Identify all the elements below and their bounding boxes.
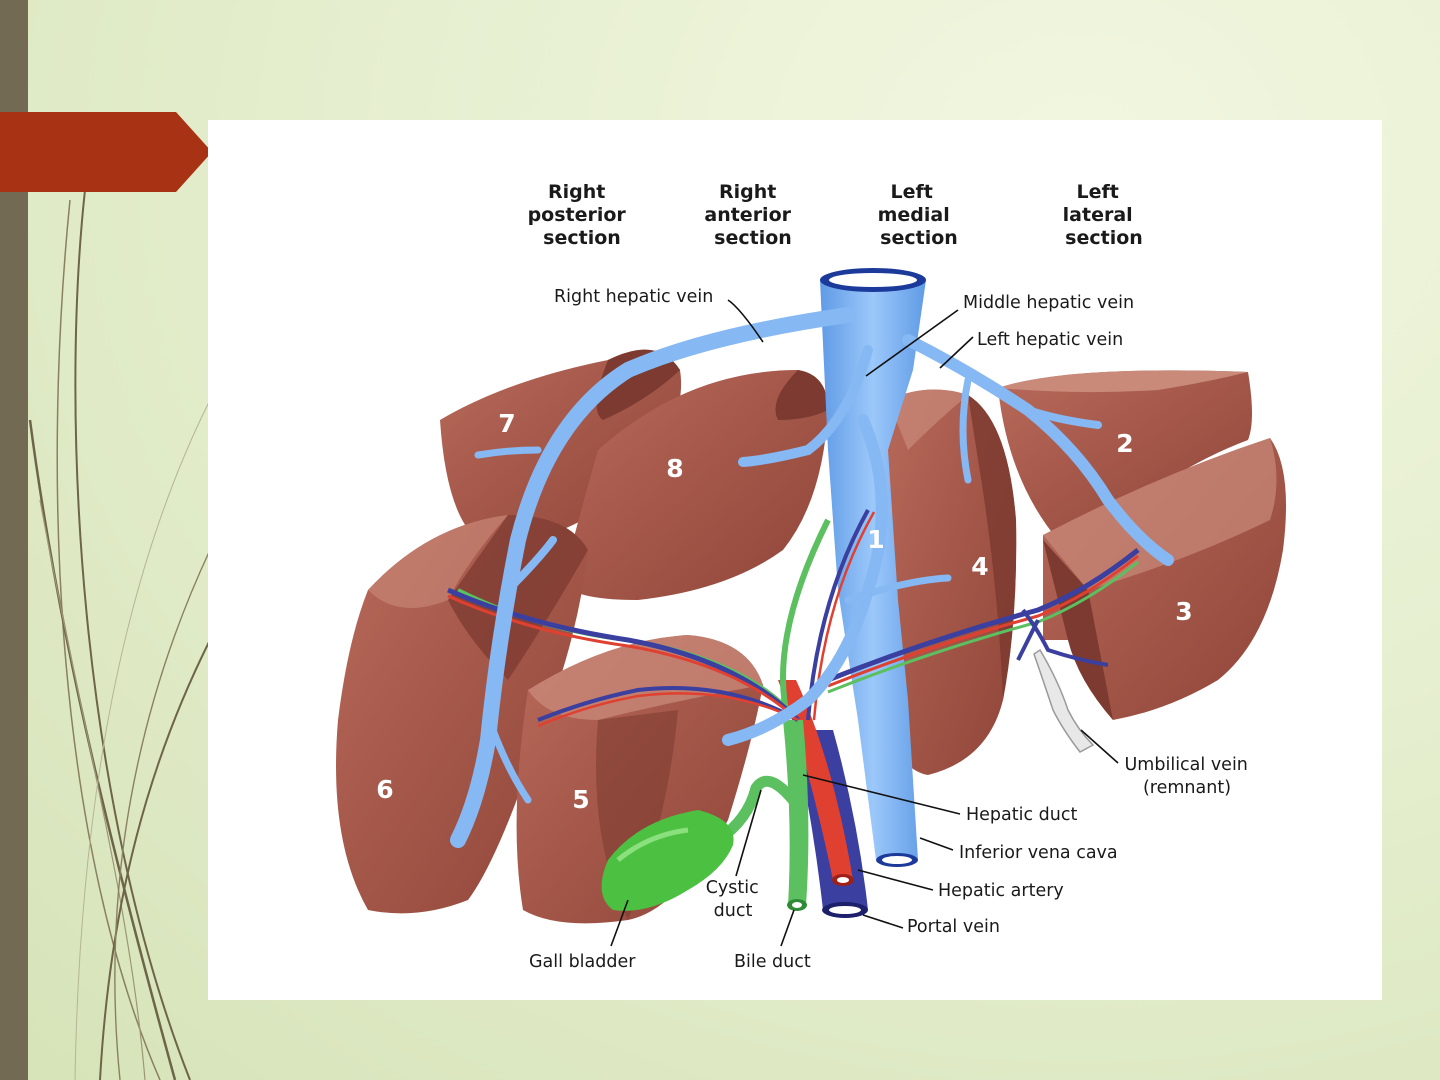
label-cystic-duct: Cystic duct [706, 878, 765, 921]
label-middle-hepatic-vein: Middle hepatic vein [963, 293, 1134, 313]
label-inferior-vena-cava: Inferior vena cava [959, 843, 1118, 863]
label-hepatic-artery: Hepatic artery [938, 881, 1064, 901]
accent-tab [0, 112, 212, 192]
section-header-left-medial: Left medial section [878, 181, 958, 249]
label-right-hepatic-vein: Right hepatic vein [554, 287, 713, 307]
segment-number-2: 2 [1116, 429, 1133, 458]
label-portal-vein: Portal vein [907, 917, 1000, 937]
label-gall-bladder: Gall bladder [529, 952, 636, 972]
segment-number-4: 4 [971, 552, 988, 581]
segment-number-8: 8 [666, 454, 683, 483]
liver-lobes [336, 350, 1286, 924]
segment-number-7: 7 [498, 409, 515, 438]
segment-number-3: 3 [1175, 597, 1192, 626]
segment-number-5: 5 [572, 785, 589, 814]
liver-diagram-svg: Right posterior section Right anterior s… [208, 120, 1382, 1000]
section-header-right-posterior: Right posterior section [528, 181, 633, 249]
section-header-right-anterior: Right anterior section [704, 181, 797, 249]
section-header-left-lateral: Left lateral section [1063, 181, 1143, 249]
section-headers: Right posterior section Right anterior s… [528, 181, 1143, 249]
label-left-hepatic-vein: Left hepatic vein [977, 330, 1123, 350]
label-bile-duct: Bile duct [734, 952, 811, 972]
segment-number-6: 6 [376, 775, 393, 804]
segment-number-1: 1 [867, 525, 884, 554]
label-umbilical-vein: Umbilical vein (remnant) [1125, 755, 1254, 798]
liver-anatomy-diagram: Right posterior section Right anterior s… [208, 120, 1382, 1000]
label-hepatic-duct: Hepatic duct [966, 805, 1077, 825]
